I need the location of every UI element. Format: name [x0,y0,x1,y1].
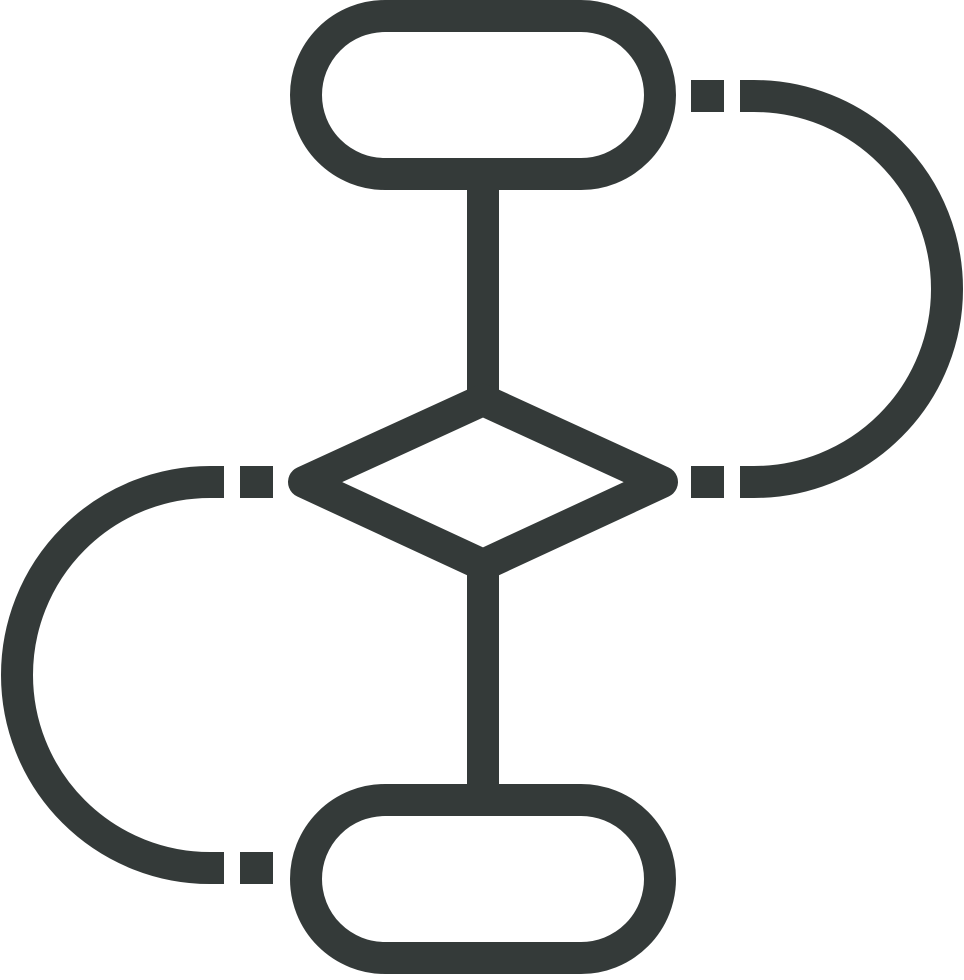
bottom-terminal-node [290,784,676,974]
top-terminal-node [290,0,676,190]
right-arc-curve [738,80,963,498]
left-arc-curve [1,466,226,884]
decision-node [288,384,678,581]
